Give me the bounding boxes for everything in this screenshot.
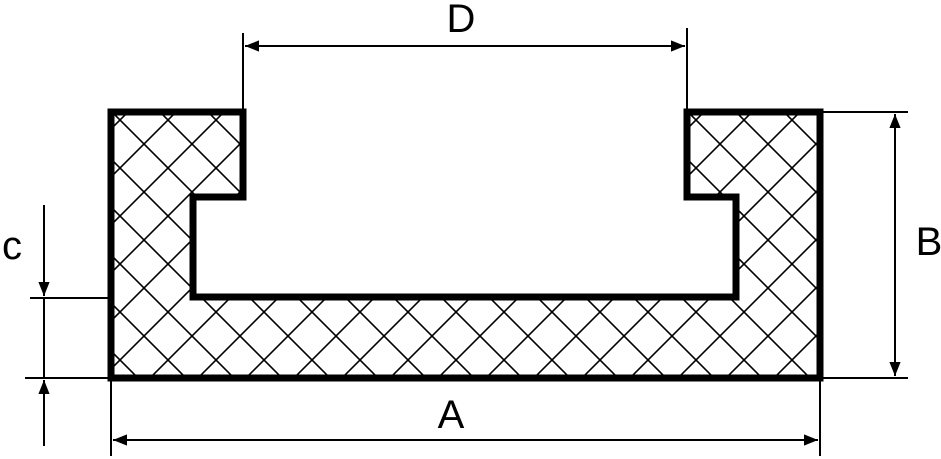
dimension-d-label: D (447, 0, 476, 41)
dimension-b-label: B (916, 220, 941, 264)
channel-profile-section (107, 108, 824, 382)
dimension-c: c (2, 205, 108, 446)
dimension-c-label: c (2, 224, 22, 268)
dimension-a-label: A (438, 393, 465, 437)
dimension-a: A (110, 378, 821, 456)
dimension-b: B (820, 111, 941, 379)
dimension-d: D (242, 0, 688, 112)
